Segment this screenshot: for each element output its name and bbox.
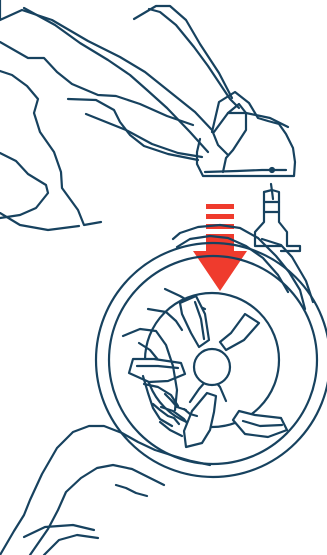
spoke-bottom xyxy=(184,393,216,447)
upper-hand-icon xyxy=(0,0,232,230)
wheel-hub xyxy=(194,349,230,385)
arrow-stripe-2 xyxy=(206,214,234,219)
upper-hand-wrist xyxy=(68,99,198,160)
upper-hand-outline xyxy=(0,0,228,155)
axle-pin-tip xyxy=(271,184,273,199)
spoke-top-right xyxy=(220,314,259,350)
upper-hand-curl-3 xyxy=(0,71,101,225)
lower-hand-outline xyxy=(0,426,210,555)
upper-hand-cuff xyxy=(134,6,232,98)
lower-hand-wrist-detail xyxy=(116,485,147,496)
down-arrow-icon xyxy=(193,204,247,291)
upper-hand-curl-4 xyxy=(0,153,48,218)
wheel-spokes xyxy=(129,296,287,447)
handle-bracket-outer xyxy=(197,92,295,176)
lower-hand-cuff-2 xyxy=(44,535,98,555)
arrow-stripe-1 xyxy=(206,204,234,209)
upper-hand-curl-2 xyxy=(0,42,193,125)
axle-pin-ring xyxy=(264,202,279,212)
lower-hand-finger-2 xyxy=(143,376,172,426)
spoke-left xyxy=(129,359,185,382)
lower-hand-thumb xyxy=(30,465,164,555)
handle-bracket-mid xyxy=(214,113,288,132)
spoke-right xyxy=(233,411,287,437)
upper-hand-finger-line xyxy=(86,114,202,157)
handle-top-curve xyxy=(149,9,239,108)
